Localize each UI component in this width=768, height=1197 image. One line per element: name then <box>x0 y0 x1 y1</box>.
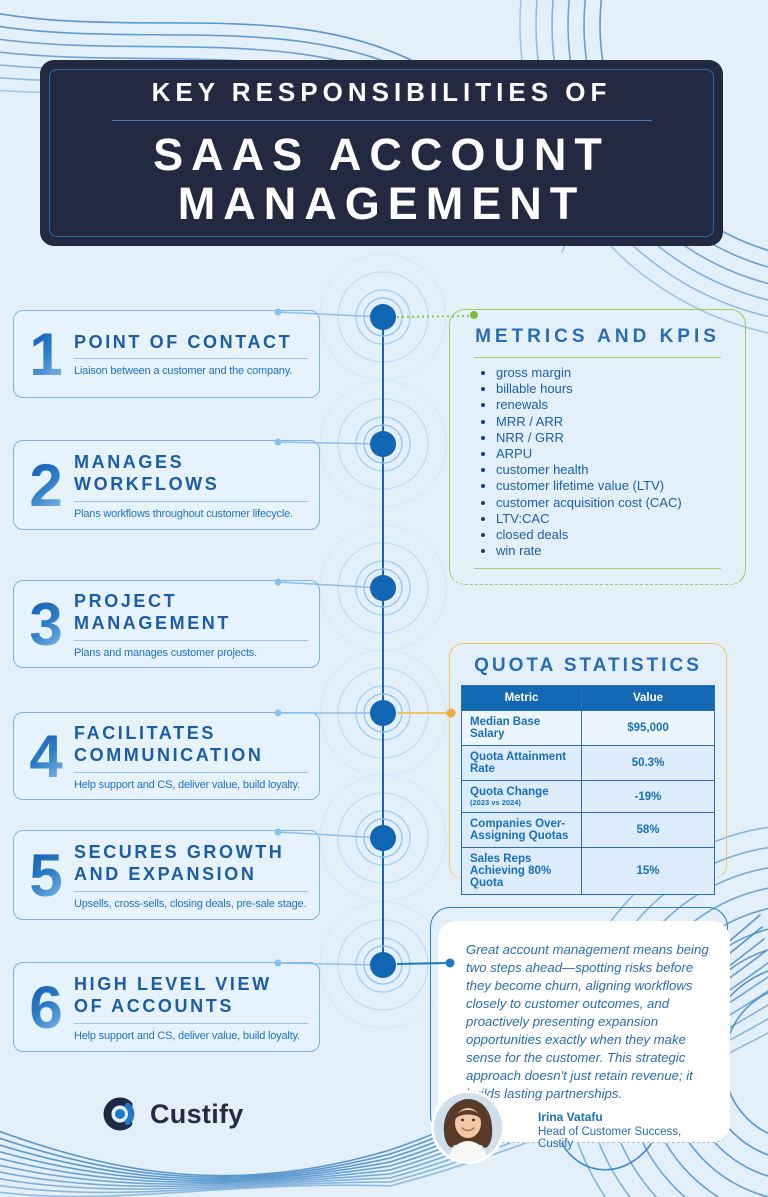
item-box-3: 3 PROJECT MANAGEMENT Plans and manages c… <box>13 580 320 668</box>
item-number-3: 3 <box>22 594 70 654</box>
timeline-node-4 <box>370 700 396 726</box>
item-title-1: POINT OF CONTACT <box>74 331 293 352</box>
metrics-panel: METRICS AND KPIS gross margin billable h… <box>449 309 746 585</box>
quote-text: Great account management means being two… <box>466 942 709 1101</box>
item-title-4: FACILITATES COMMUNICATION <box>74 722 264 766</box>
metric-item: closed deals <box>496 527 721 543</box>
quota-title: QUOTA STATISTICS <box>474 655 702 676</box>
metric-item: win rate <box>496 543 721 559</box>
quote-author: Irina Vatafu <box>538 1110 603 1124</box>
avatar-photo <box>431 1090 505 1164</box>
metric-item: NRR / GRR <box>496 430 721 446</box>
item-box-5: 5 SECURES GROWTH AND EXPANSION Upsells, … <box>13 830 320 920</box>
brand-footer: Custify <box>100 1094 244 1134</box>
table-row: Sales Reps Achieving 80% Quota 15% <box>461 847 715 895</box>
metric-item: MRR / ARR <box>496 414 721 430</box>
header-divider <box>111 120 652 122</box>
metric-item: customer lifetime value (LTV) <box>496 478 721 494</box>
timeline-node-6 <box>370 952 396 978</box>
item-number-4: 4 <box>22 726 70 786</box>
quota-col-metric: Metric <box>461 685 582 711</box>
metric-item: customer health <box>496 462 721 478</box>
quota-col-value: Value <box>581 685 715 711</box>
item-title-5: SECURES GROWTH AND EXPANSION <box>74 841 285 885</box>
metric-item: renewals <box>496 397 721 413</box>
item-description-4: Help support and CS, deliver value, buil… <box>74 778 300 791</box>
item-description-3: Plans and manages customer projects. <box>74 646 257 659</box>
header-banner: KEY RESPONSIBILITIES OF SAAS ACCOUNT MAN… <box>40 60 723 246</box>
metric-item: gross margin <box>496 365 721 381</box>
metric-cell: Companies Over-Assigning Quotas <box>470 818 569 842</box>
quota-table: Metric Value Median Base Salary $95,000 … <box>461 685 715 895</box>
header-title-line1: SAAS ACCOUNT <box>153 129 610 181</box>
header-eyebrow: KEY RESPONSIBILITIES OF <box>151 77 612 108</box>
item-box-4: 4 FACILITATES COMMUNICATION Help support… <box>13 712 320 800</box>
custify-logo-icon <box>103 1097 137 1131</box>
value-cell: 50.3% <box>581 745 715 781</box>
table-row: Companies Over-Assigning Quotas 58% <box>461 812 715 848</box>
item-description-6: Help support and CS, deliver value, buil… <box>74 1029 300 1042</box>
metric-cell: Median Base Salary <box>470 716 541 740</box>
item-box-1: 1 POINT OF CONTACT Liaison between a cus… <box>13 310 320 398</box>
value-cell: 58% <box>581 812 715 848</box>
item-box-2: 2 MANAGES WORKFLOWS Plans workflows thro… <box>13 440 320 530</box>
brand-name: Custify <box>150 1098 244 1129</box>
value-cell: $95,000 <box>581 710 715 746</box>
metric-cell: Sales Reps Achieving 80% Quota <box>470 853 552 889</box>
metric-item: ARPU <box>496 446 721 462</box>
table-row: Quota Change (2023 vs 2024) -19% <box>461 780 715 813</box>
item-title-3: PROJECT MANAGEMENT <box>74 590 231 634</box>
item-underline <box>74 890 308 892</box>
header-title-line2: MANAGEMENT <box>177 178 586 229</box>
metric-item: billable hours <box>496 381 721 397</box>
item-underline <box>74 358 308 360</box>
item-underline <box>74 771 308 773</box>
item-underline <box>74 639 308 641</box>
timeline-node-3 <box>370 575 396 601</box>
metric-cell: Quota Change <box>470 786 549 798</box>
item-description-5: Upsells, cross-sells, closing deals, pre… <box>74 897 307 910</box>
metrics-divider-bottom <box>474 568 721 570</box>
quote-author-role: Head of Customer Success, Custify <box>538 1126 682 1150</box>
metric-item: LTV:CAC <box>496 511 721 527</box>
item-underline <box>74 500 308 502</box>
item-box-6: 6 HIGH LEVEL VIEW OF ACCOUNTS Help suppo… <box>13 962 320 1052</box>
item-underline <box>74 1022 308 1024</box>
item-number-2: 2 <box>22 455 70 515</box>
table-row: Median Base Salary $95,000 <box>461 710 715 746</box>
metric-cell: Quota Attainment Rate <box>470 751 567 775</box>
metrics-list: gross margin billable hours renewals MRR… <box>474 365 721 559</box>
item-number-5: 5 <box>22 845 70 905</box>
item-number-6: 6 <box>22 977 70 1037</box>
metric-item: customer acquisition cost (CAC) <box>496 495 721 511</box>
quota-table-header-row: Metric Value <box>461 685 715 711</box>
timeline-node-2 <box>370 431 396 457</box>
timeline-node-1 <box>370 304 396 330</box>
value-cell: -19% <box>581 780 715 813</box>
avatar-illustration <box>434 1093 502 1161</box>
item-description-2: Plans workflows throughout customer life… <box>74 507 293 520</box>
item-title-2: MANAGES WORKFLOWS <box>74 451 220 495</box>
item-description-1: Liaison between a customer and the compa… <box>74 365 293 378</box>
timeline-node-5 <box>370 825 396 851</box>
metrics-title: METRICS AND KPIS <box>475 326 720 347</box>
metrics-divider-top <box>474 357 721 358</box>
quota-panel: QUOTA STATISTICS Metric Value Median Bas… <box>449 643 727 895</box>
item-title-6: HIGH LEVEL VIEW OF ACCOUNTS <box>74 973 272 1017</box>
table-row: Quota Attainment Rate 50.3% <box>461 745 715 781</box>
metric-cell-note: (2023 vs 2024) <box>470 798 521 807</box>
item-number-1: 1 <box>22 324 70 384</box>
value-cell: 15% <box>581 847 715 895</box>
quote-attribution: Irina Vatafu Head of Customer Success, C… <box>538 1110 714 1150</box>
